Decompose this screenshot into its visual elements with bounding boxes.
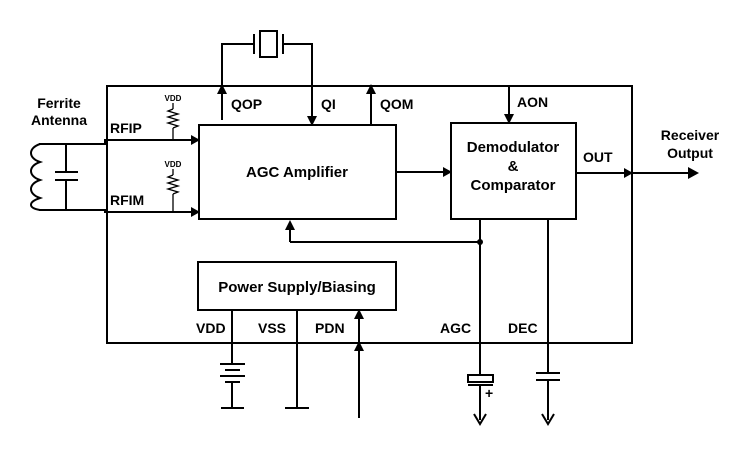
pdn-pin-label: PDN (315, 320, 345, 336)
agc-amplifier-label: AGC Amplifier (246, 164, 348, 181)
qom-label: QOM (380, 96, 413, 112)
power-supply-label: Power Supply/Biasing (218, 279, 376, 296)
out-label: OUT (583, 149, 613, 165)
qi-label: QI (321, 96, 336, 112)
rfip-pullup-resistor (165, 103, 192, 141)
dec-pin-label: DEC (508, 320, 538, 336)
vdd-pin-label: VDD (196, 320, 226, 336)
crystal-resonator (221, 30, 313, 120)
out-arrow (624, 168, 633, 178)
battery-symbol (220, 363, 245, 409)
qom-arrow (366, 84, 376, 94)
receiver-output-label-line1: Receiver (661, 127, 720, 143)
antenna-label-line2: Antenna (31, 112, 87, 128)
vss-pin-label: VSS (258, 320, 286, 336)
pdn-arrow (354, 309, 364, 319)
vdd-small-label-bottom: VDD (165, 160, 182, 169)
dec-capacitor (536, 343, 560, 426)
power-supply-block (197, 261, 397, 311)
agc-feedback-arrow (285, 220, 295, 230)
chip-outline (106, 85, 633, 344)
pdn-pin-arrow (354, 341, 364, 351)
amp-to-demod-arrow (443, 167, 452, 177)
capacitor-plus-label: + (485, 385, 493, 401)
rfip-arrow (191, 135, 200, 145)
qop-label: QOP (231, 96, 262, 112)
rfim-arrow (191, 207, 200, 217)
aon-label: AON (517, 94, 548, 110)
rfim-pullup-resistor (165, 169, 181, 212)
demodulator-label-line3: Comparator (470, 177, 555, 194)
aon-arrow (504, 114, 514, 124)
demodulator-label-line1: Demodulator (467, 139, 560, 156)
ferrite-antenna (30, 139, 192, 213)
rfip-label: RFIP (110, 120, 142, 136)
agc-amplifier-block (198, 124, 397, 220)
demodulator-label-line2: & (508, 158, 519, 175)
agc-pin-label: AGC (440, 320, 471, 336)
qi-arrow (307, 116, 317, 126)
rfim-label: RFIM (110, 192, 144, 208)
agc-capacitor (467, 343, 494, 426)
qop-arrow (217, 84, 227, 94)
demodulator-block (450, 122, 577, 220)
vdd-small-label-top: VDD (165, 94, 182, 103)
antenna-label-line1: Ferrite (37, 95, 81, 111)
receiver-output-label-line2: Output (667, 145, 713, 161)
receiver-output-arrow (688, 167, 699, 179)
